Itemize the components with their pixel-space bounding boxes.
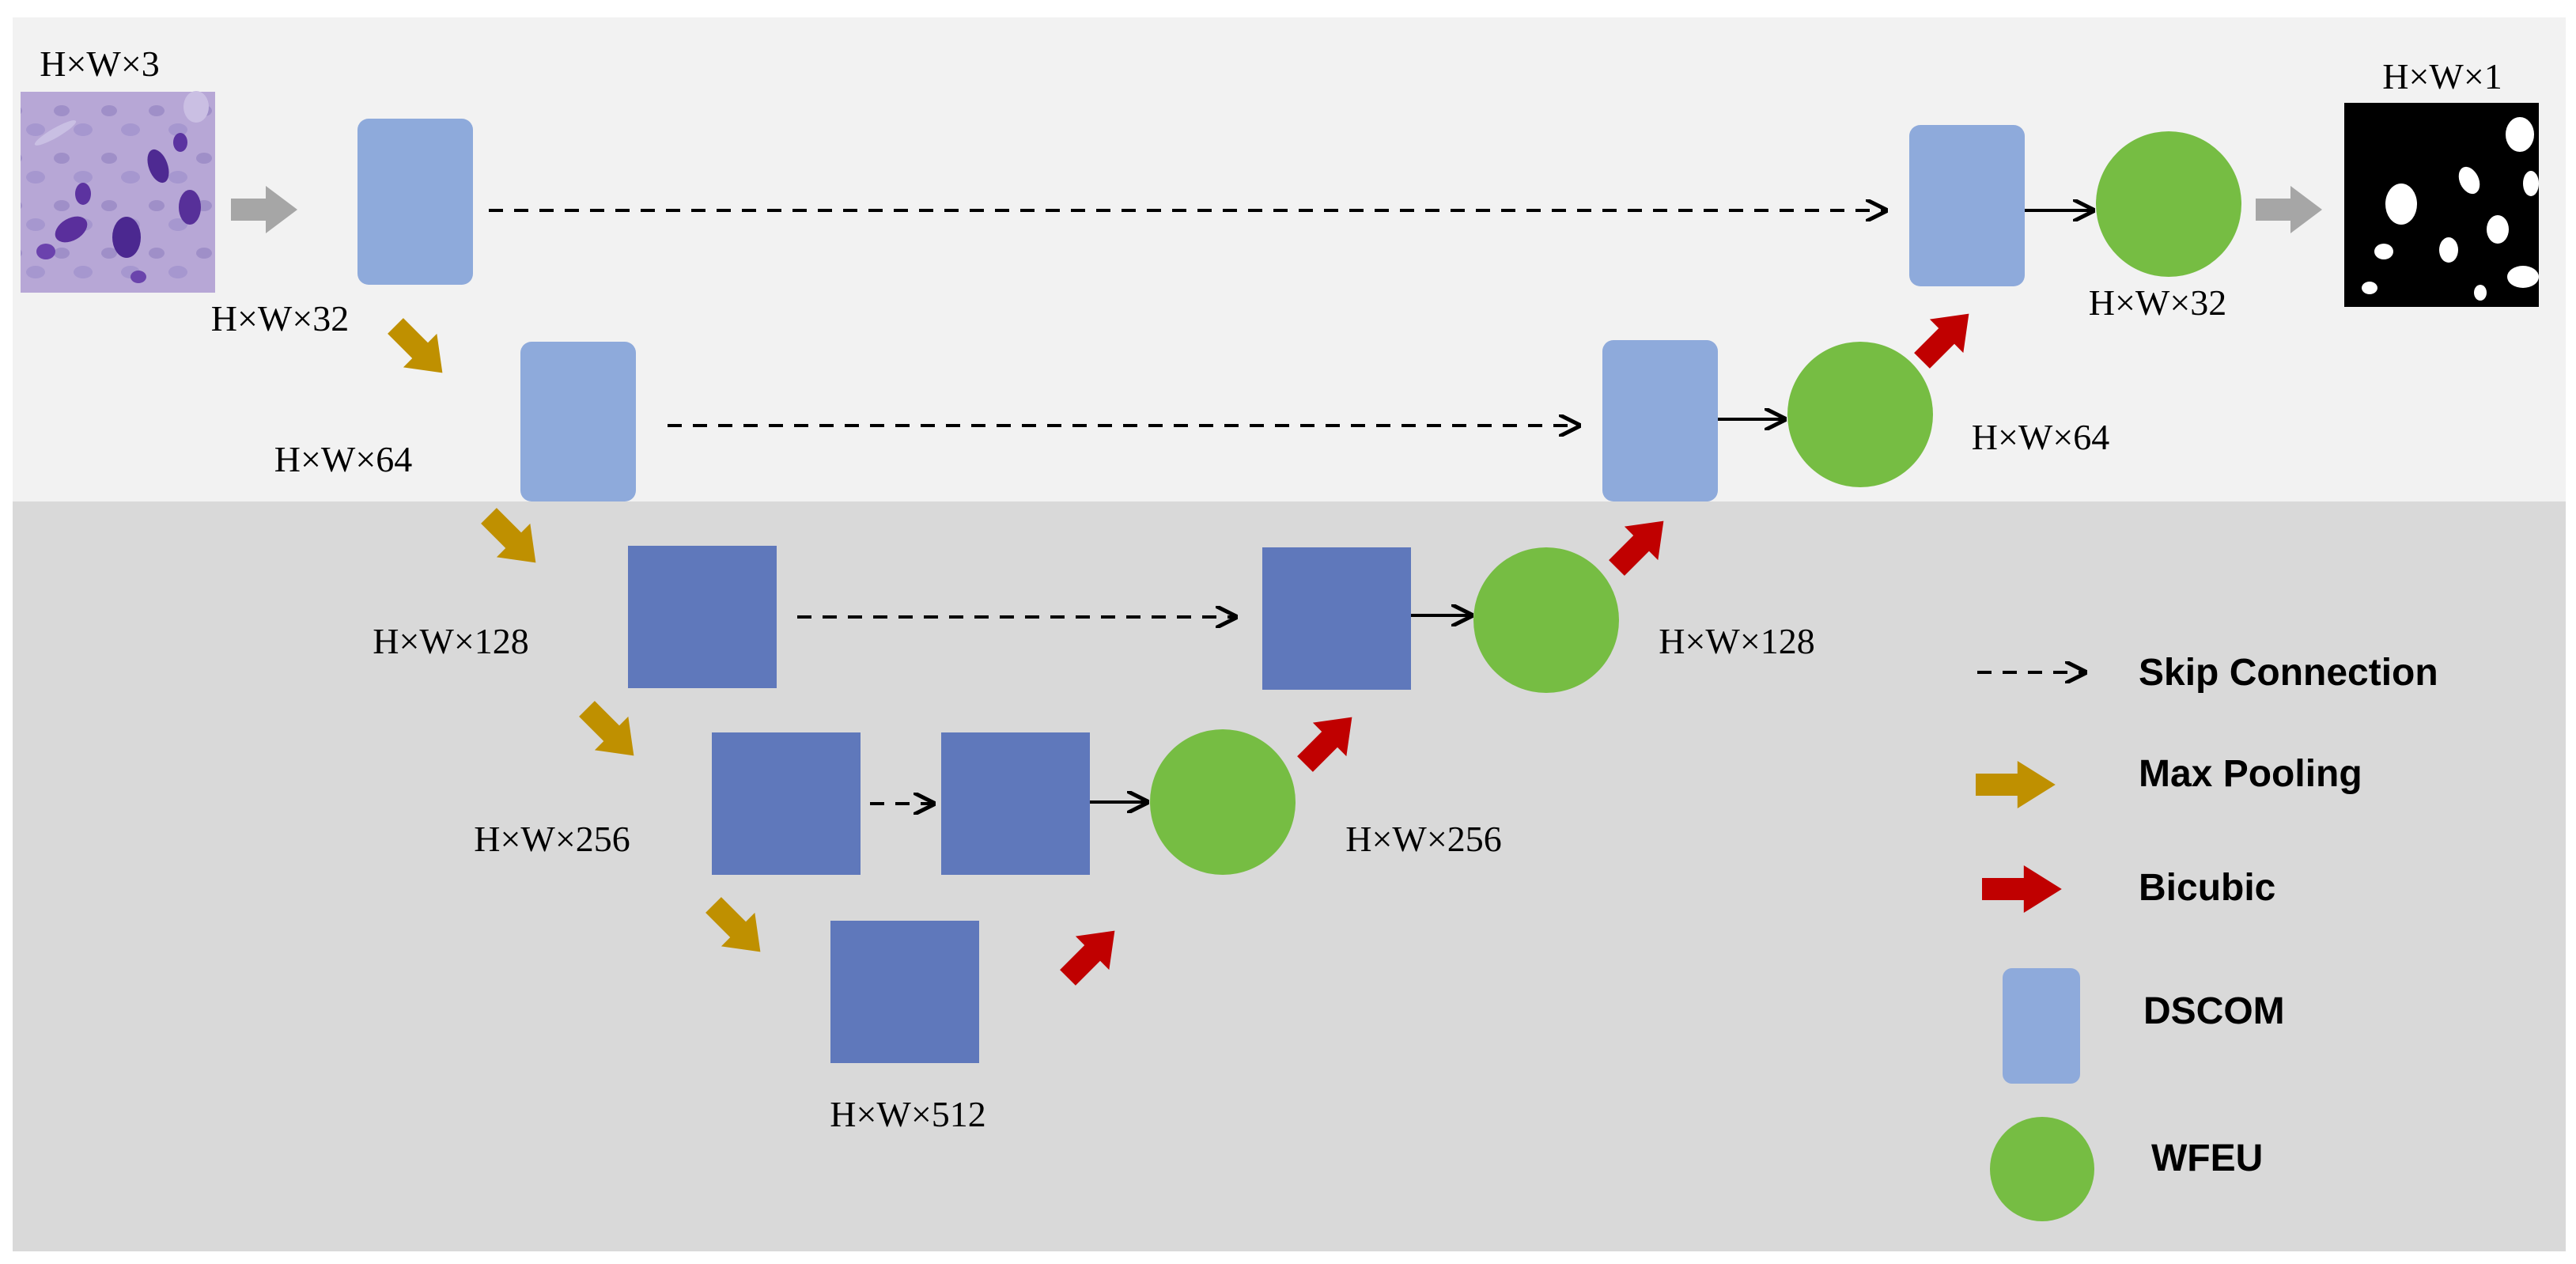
enc2-dim-label: H×W×64 xyxy=(274,439,413,479)
legend: Skip Connection Max Pooling Bicubic DSCO… xyxy=(1976,652,2438,1221)
legend-dscom-label: DSCOM xyxy=(2143,990,2285,1032)
wfeu-unit-2 xyxy=(1787,342,1933,487)
enc1-dim-label: H×W×32 xyxy=(211,298,350,339)
bottleneck-block xyxy=(830,921,979,1063)
legend-dscom-icon xyxy=(2003,968,2080,1084)
dec2-dim-label: H×W×64 xyxy=(1972,417,2110,457)
legend-maxpool-label: Max Pooling xyxy=(2139,753,2362,795)
encoder-block-3 xyxy=(628,546,777,688)
dec4-dim-label: H×W×256 xyxy=(1345,819,1502,859)
encoder-block-4 xyxy=(712,732,861,875)
decoder-block-3 xyxy=(1262,547,1411,690)
enc3-dim-label: H×W×128 xyxy=(373,621,529,661)
legend-bicubic-label: Bicubic xyxy=(2139,867,2275,909)
decoder-block-4 xyxy=(941,732,1090,875)
wfeu-unit-3 xyxy=(1473,547,1619,693)
output-dim-label: H×W×1 xyxy=(2382,56,2502,97)
legend-skip-label: Skip Connection xyxy=(2139,652,2438,694)
wfeu-unit-4 xyxy=(1150,729,1296,875)
legend-wfeu-label: WFEU xyxy=(2151,1137,2263,1179)
legend-wfeu-icon xyxy=(1990,1117,2094,1221)
encoder-dscom-block-2 xyxy=(520,342,636,501)
input-dim-label: H×W×3 xyxy=(40,44,160,84)
wfeu-unit-1 xyxy=(2096,131,2241,277)
decoder-dscom-block-1 xyxy=(1909,125,2025,286)
decoder-dscom-block-2 xyxy=(1602,340,1718,501)
encoder-dscom-block-1 xyxy=(357,119,473,285)
output-segmentation-mask xyxy=(2344,103,2539,307)
bottleneck-dim-label: H×W×512 xyxy=(830,1094,986,1134)
input-histology-image xyxy=(21,91,215,293)
dec3-dim-label: H×W×128 xyxy=(1659,621,1815,661)
dec1-dim-label: H×W×32 xyxy=(2089,282,2227,323)
enc4-dim-label: H×W×256 xyxy=(474,819,630,859)
